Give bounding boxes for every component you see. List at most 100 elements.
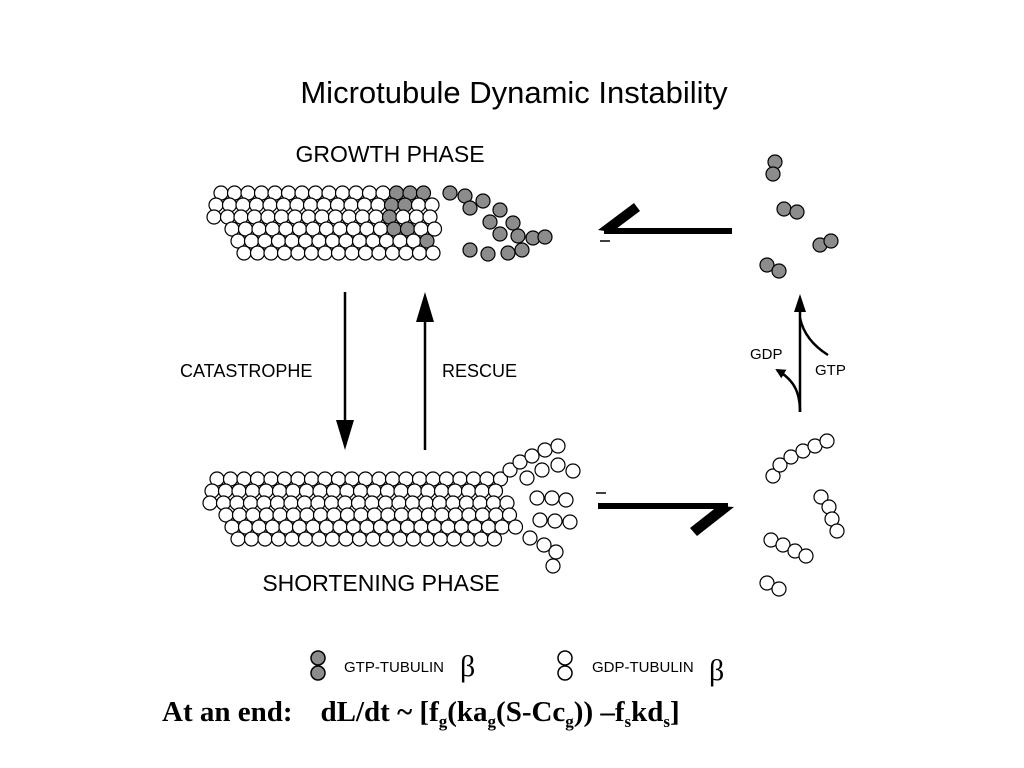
legend-gdp-tubulin-label: GDP-TUBULIN xyxy=(592,659,694,676)
gtp-tubulin-subunit xyxy=(462,242,478,258)
nucleotide-exchange-arrow xyxy=(775,294,829,413)
gdp-tubulin-subunit xyxy=(317,245,333,261)
gdp-tubulin-oligomer-subunit xyxy=(819,433,835,449)
gdp-tubulin-oligomers xyxy=(759,433,845,597)
catastrophe-arrow xyxy=(336,292,354,450)
gtp-tubulin-subunit xyxy=(482,214,498,230)
gdp-tubulin-subunit xyxy=(257,531,273,547)
gdp-tubulin-subunit xyxy=(459,531,476,547)
gtp-tubulin-subunit xyxy=(492,202,508,218)
diagram-title: Microtubule Dynamic Instability xyxy=(300,75,728,110)
legend-gdp-beta-symbol: β xyxy=(709,654,724,687)
gdp-tubulin-subunit xyxy=(550,438,566,454)
gdp-tubulin-oligomer-subunit xyxy=(771,581,787,597)
gdp-tubulin-subunit xyxy=(290,245,306,261)
gdp-tubulin-subunit xyxy=(548,544,564,560)
gdp-tubulin-subunit xyxy=(545,558,561,574)
gdp-tubulin-subunit xyxy=(411,245,428,261)
gdp-tubulin-oligomer-subunit xyxy=(765,468,781,484)
gdp-tubulin-subunit xyxy=(534,462,550,478)
gdp-tubulin-subunit xyxy=(284,531,300,547)
growth-phase-label: GROWTH PHASE xyxy=(295,141,484,167)
gtp-tubulin-subunit xyxy=(537,229,553,245)
gdp-tubulin-subunit xyxy=(324,531,341,547)
gdp-tubulin-oligomer-subunit xyxy=(813,489,829,505)
gdp-tubulin-subunit xyxy=(565,463,581,479)
free-gtp-tubulin-dimers xyxy=(759,154,839,279)
gdp-tubulin-subunit xyxy=(311,531,327,547)
gtp-tubulin-subunit xyxy=(419,233,435,249)
gtp-tubulin-subunit xyxy=(480,246,496,262)
gdp-tubulin-subunit xyxy=(486,531,503,547)
rate-equation-prefix: At an end: xyxy=(162,696,293,728)
legend-gtp-tubulin-label: GTP-TUBULIN xyxy=(344,659,444,676)
shortening-phase-label: SHORTENING PHASE xyxy=(262,570,499,596)
gdp-tubulin-subunit xyxy=(270,531,287,547)
gdp-tubulin-subunit xyxy=(562,514,578,530)
gdp-tubulin-subunit xyxy=(392,531,408,547)
gtp-tubulin-subunit xyxy=(492,226,508,242)
gdp-tubulin-subunit xyxy=(512,454,528,470)
free-gtp-tubulin-dimer xyxy=(765,166,781,182)
gdp-tubulin-subunit xyxy=(419,531,435,547)
gdp-tubulin-subunit xyxy=(502,462,518,478)
gdp-tubulin-subunit xyxy=(532,512,548,528)
gdp-tubulin-subunit xyxy=(206,209,222,225)
free-gtp-tubulin-dimer xyxy=(776,201,792,217)
gdp-tubulin-subunit xyxy=(550,457,566,473)
gdp-tubulin-subunit xyxy=(330,245,347,261)
gtp-tubulin-subunit xyxy=(510,228,526,244)
disassembly-half-arrow xyxy=(596,492,734,536)
gtp-tubulin-subunit xyxy=(500,245,516,261)
rescue-label: RESCUE xyxy=(442,361,517,381)
gtp-tubulin-subunit xyxy=(462,200,478,216)
gdp-tubulin-subunit xyxy=(297,531,314,547)
gdp-tubulin-subunit xyxy=(263,245,279,261)
rate-equation-body: dL/dt ~ [fg(kag(S-Ccg)) –fskds] xyxy=(320,696,680,731)
growing-microtubule xyxy=(206,185,553,262)
assembly-half-arrow xyxy=(598,203,732,242)
catastrophe-label: CATASTROPHE xyxy=(180,361,312,381)
gdp-tubulin-subunit xyxy=(230,531,246,547)
gdp-tubulin-subunit xyxy=(249,245,266,261)
gdp-tubulin-subunit xyxy=(507,519,524,535)
gtp-label: GTP xyxy=(815,362,846,379)
gdp-tubulin-oligomer-subunit xyxy=(759,575,775,591)
gdp-tubulin-subunit xyxy=(398,245,414,261)
gdp-tubulin-subunit xyxy=(473,531,489,547)
rescue-arrow xyxy=(416,292,434,450)
gdp-tubulin-oligomer-subunit xyxy=(829,523,845,539)
gdp-tubulin-subunit xyxy=(547,513,563,529)
gdp-tubulin-subunit xyxy=(426,221,443,237)
gdp-tubulin-subunit xyxy=(276,245,293,261)
gtp-tubulin-subunit xyxy=(475,193,491,209)
gdp-tubulin-subunit xyxy=(338,531,354,547)
gdp-tubulin-subunit xyxy=(236,245,252,261)
gdp-tubulin-subunit xyxy=(432,531,449,547)
legend-gtp-beta-symbol: β xyxy=(460,650,475,683)
free-gtp-tubulin-dimer xyxy=(759,257,775,273)
gdp-tubulin-subunit xyxy=(351,531,368,547)
rate-equation: At an end: dL/dt ~ [fg(kag(S-Ccg)) –fskds… xyxy=(162,696,680,731)
gdp-tubulin-subunit xyxy=(384,245,401,261)
gdp-tubulin-subunit xyxy=(365,531,381,547)
legend-gdp-tubulin-icon xyxy=(557,650,573,681)
gdp-tubulin-subunit xyxy=(357,245,374,261)
gdp-tubulin-subunit xyxy=(519,470,535,486)
free-gtp-tubulin-dimer xyxy=(789,204,805,220)
gdp-tubulin-subunit xyxy=(501,507,518,523)
gdp-tubulin-subunit xyxy=(378,531,395,547)
gdp-tubulin-subunit xyxy=(544,490,560,506)
gdp-tubulin-subunit xyxy=(344,245,360,261)
gdp-tubulin-subunit xyxy=(522,530,538,546)
gdp-tubulin-subunit xyxy=(425,245,441,261)
gdp-label: GDP xyxy=(750,346,783,363)
gtp-tubulin-subunit xyxy=(505,215,521,231)
gdp-tubulin-oligomer-subunit xyxy=(772,457,788,473)
gdp-tubulin-subunit xyxy=(405,531,422,547)
gdp-tubulin-subunit xyxy=(537,442,553,458)
gdp-tubulin-subunit xyxy=(558,492,574,508)
gdp-tubulin-subunit xyxy=(536,537,552,553)
gdp-tubulin-subunit xyxy=(524,448,540,464)
